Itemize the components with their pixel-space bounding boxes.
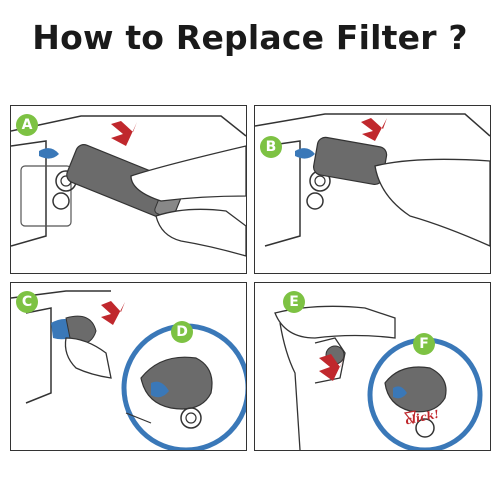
step-c-illustration	[11, 290, 246, 450]
step-b-illustration	[255, 113, 490, 247]
step-badge-a: A	[16, 114, 38, 136]
step-panel-a: A	[10, 105, 247, 274]
step-panel-e: E F click!	[254, 282, 491, 451]
blue-cap-shape	[39, 148, 59, 159]
step-badge-e: E	[283, 291, 305, 313]
direction-arrow-b	[361, 118, 387, 141]
direction-arrow-c	[101, 301, 125, 325]
step-a-illustration	[11, 115, 246, 257]
step-e-illustration	[274, 305, 483, 450]
step-badge-f: F	[413, 333, 435, 355]
direction-arrow-a	[111, 121, 137, 146]
page-title: How to Replace Filter ?	[32, 18, 468, 57]
step-panel-b: B	[254, 105, 491, 274]
direction-arrow-e	[319, 354, 345, 381]
step-badge-b: B	[260, 136, 282, 158]
step-badge-d: D	[171, 321, 193, 343]
step-panel-c: C D	[10, 282, 247, 451]
step-badge-c: C	[16, 291, 38, 313]
